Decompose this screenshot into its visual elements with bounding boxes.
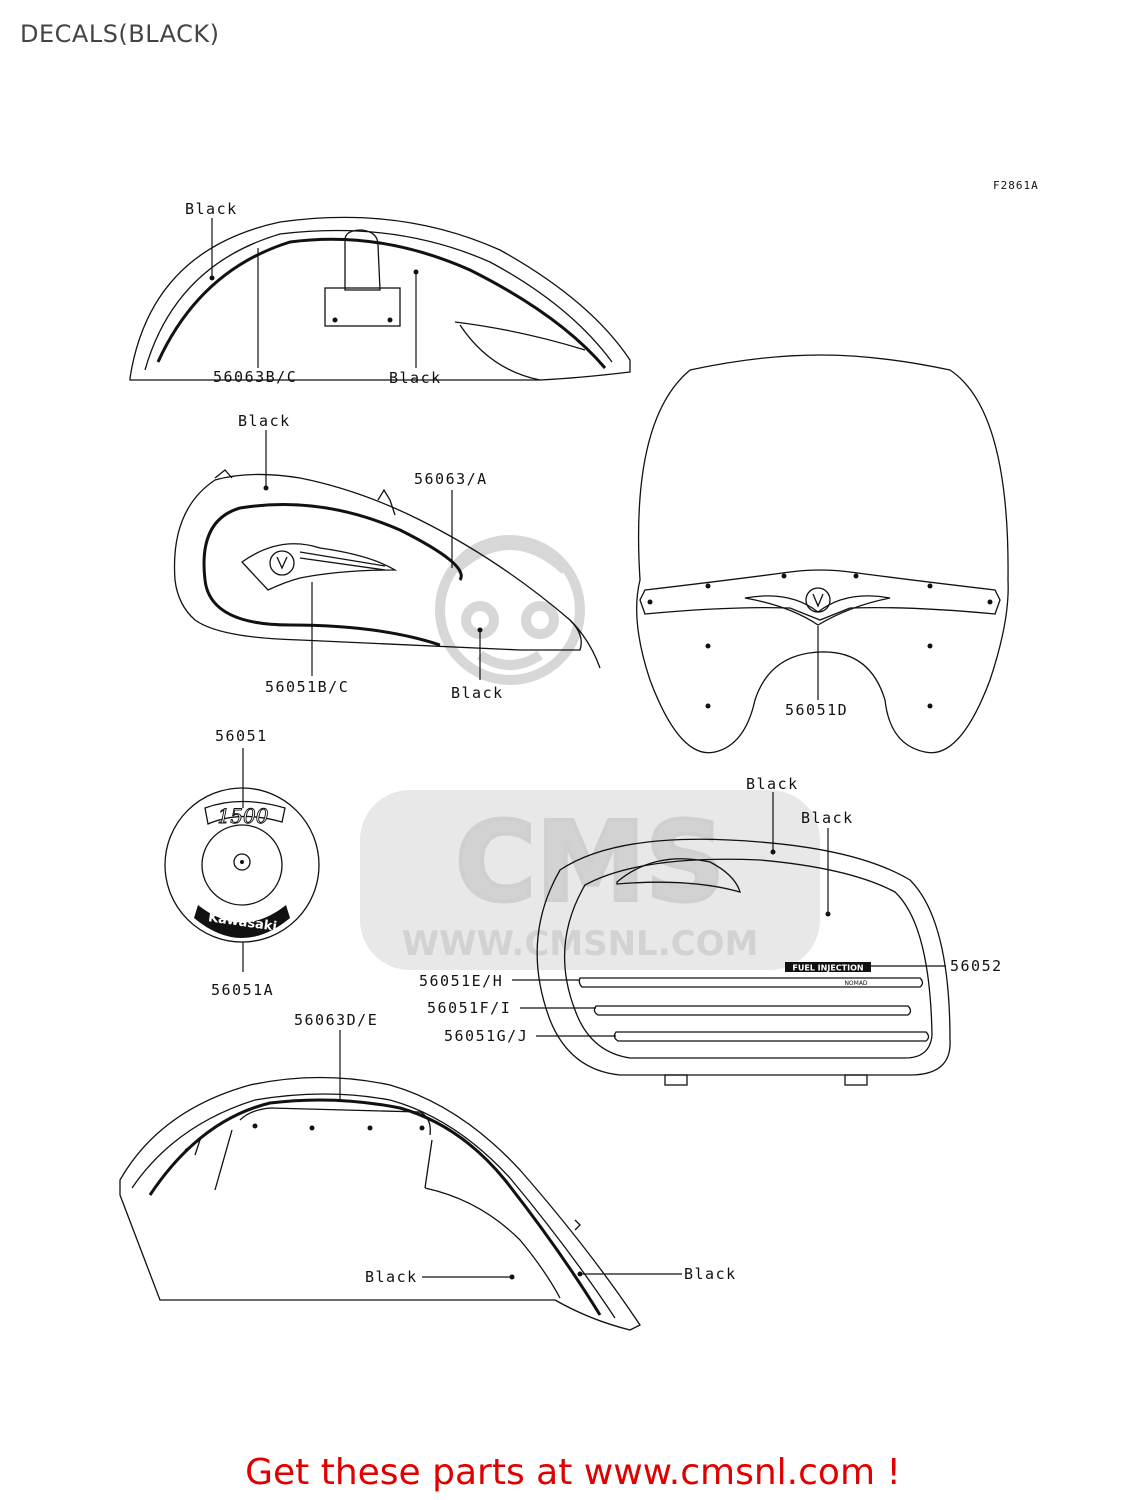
label-part-56051d: 56051D <box>785 701 848 719</box>
front-fender <box>129 216 631 381</box>
cmsnl-watermark: CMS WWW.CMSNL.COM <box>360 535 820 970</box>
badge-1500: 1500 Kawasaki <box>164 787 320 943</box>
label-rear-fender-black-right: Black <box>684 1265 737 1283</box>
label-part-56051b-c: 56051B/C <box>265 678 349 696</box>
label-part-56051f-i: 56051F/I <box>427 999 511 1017</box>
cover-fi-text: FUEL INJECTION <box>792 964 863 973</box>
label-part-56052: 56052 <box>950 957 1003 975</box>
fuel-tank-callouts <box>263 430 483 680</box>
fuel-tank <box>173 469 601 669</box>
saddlebag-callouts <box>512 792 946 1037</box>
watermark-logo: CMS <box>455 798 724 926</box>
label-tank-black-bottom: Black <box>451 684 504 702</box>
footer-cmsnl-link[interactable]: Get these parts at www.cmsnl.com ! <box>245 1452 901 1493</box>
windshield <box>636 354 1009 754</box>
label-saddlebag-black-1: Black <box>746 775 799 793</box>
front-fender-callouts <box>209 218 419 368</box>
rear-fender <box>119 1076 641 1331</box>
label-front-fender-black-bottom: Black <box>389 369 442 387</box>
label-part-56063b-c: 56063B/C <box>213 368 297 386</box>
page-title: DECALS(BLACK) <box>20 20 220 48</box>
label-saddlebag-black-2: Black <box>801 809 854 827</box>
label-part-56051a: 56051A <box>211 981 274 999</box>
label-part-56051: 56051 <box>215 727 268 745</box>
label-part-56051e-h: 56051E/H <box>419 972 503 990</box>
saddlebag-cover: FUEL INJECTION NOMAD <box>536 838 951 1086</box>
rear-fender-callouts <box>339 1030 682 1280</box>
figure-code: F2861A <box>993 179 1039 192</box>
watermark-url: WWW.CMSNL.COM <box>402 924 759 964</box>
label-part-56063-a: 56063/A <box>414 470 488 488</box>
badge-1500-text: 1500 <box>218 804 269 828</box>
label-part-56063d-e: 56063D/E <box>294 1011 378 1029</box>
label-part-56051g-j: 56051G/J <box>444 1027 528 1045</box>
label-tank-black: Black <box>238 412 291 430</box>
label-rear-fender-black-left: Black <box>365 1268 418 1286</box>
cover-model-text: NOMAD <box>844 980 867 987</box>
label-front-fender-black-top: Black <box>185 200 238 218</box>
